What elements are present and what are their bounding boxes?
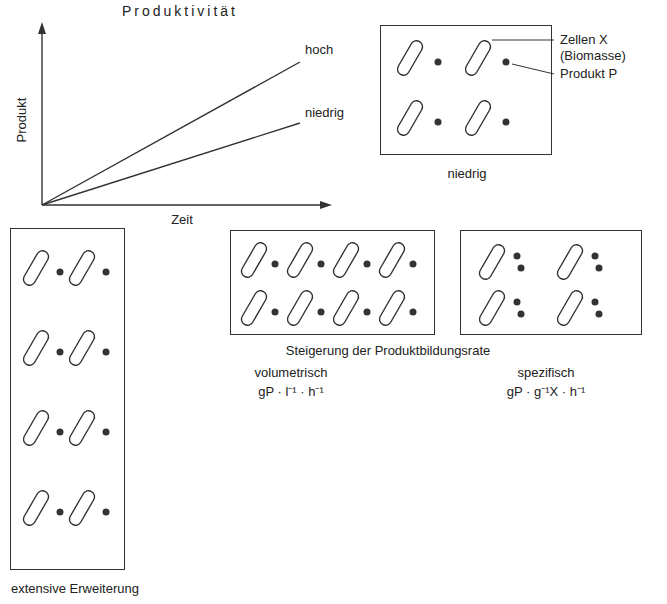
cells-volumetric	[239, 241, 416, 328]
callout-label: Zellen X (Biomasse)	[560, 32, 638, 64]
line-label: niedrig	[305, 105, 344, 121]
culture-box: extensive Erweiterung	[10, 228, 125, 570]
unit-text: gP · g⁻¹X · h⁻¹	[507, 382, 586, 401]
cells-specific	[477, 243, 602, 328]
axis-label: Zeit	[171, 212, 193, 228]
box-caption-text: extensive Erweiterung	[11, 579, 139, 598]
line-label: hoch	[305, 42, 333, 58]
box-caption-text: volumetrisch	[255, 363, 328, 382]
culture-box: niedrig	[380, 25, 552, 155]
axis-arrow	[320, 201, 332, 209]
culture-box: spezifischgP · g⁻¹X · h⁻¹	[460, 230, 642, 335]
axis-label: Produkt	[14, 98, 30, 143]
leader-line	[492, 40, 554, 74]
chart-title: Produktivität	[122, 3, 238, 19]
box-caption: volumetrischgP · l⁻¹ · h⁻¹	[255, 363, 328, 401]
productivity-chart	[42, 32, 322, 205]
unit-text: gP · l⁻¹ · h⁻¹	[255, 382, 328, 401]
cells-extensive	[21, 249, 109, 528]
callout-label: Produkt P	[560, 66, 617, 82]
culture-box: volumetrischgP · l⁻¹ · h⁻¹	[230, 230, 435, 335]
axis-arrow	[38, 22, 46, 34]
box-caption-text: niedrig	[447, 164, 486, 183]
box-caption: niedrig	[447, 164, 486, 183]
box-caption: extensive Erweiterung	[11, 579, 139, 598]
box-caption: spezifischgP · g⁻¹X · h⁻¹	[507, 363, 586, 401]
cells-low	[395, 39, 509, 138]
box-caption-text: spezifisch	[507, 363, 586, 382]
group-caption: Steigerung der Produktbildungsrate	[286, 343, 491, 359]
